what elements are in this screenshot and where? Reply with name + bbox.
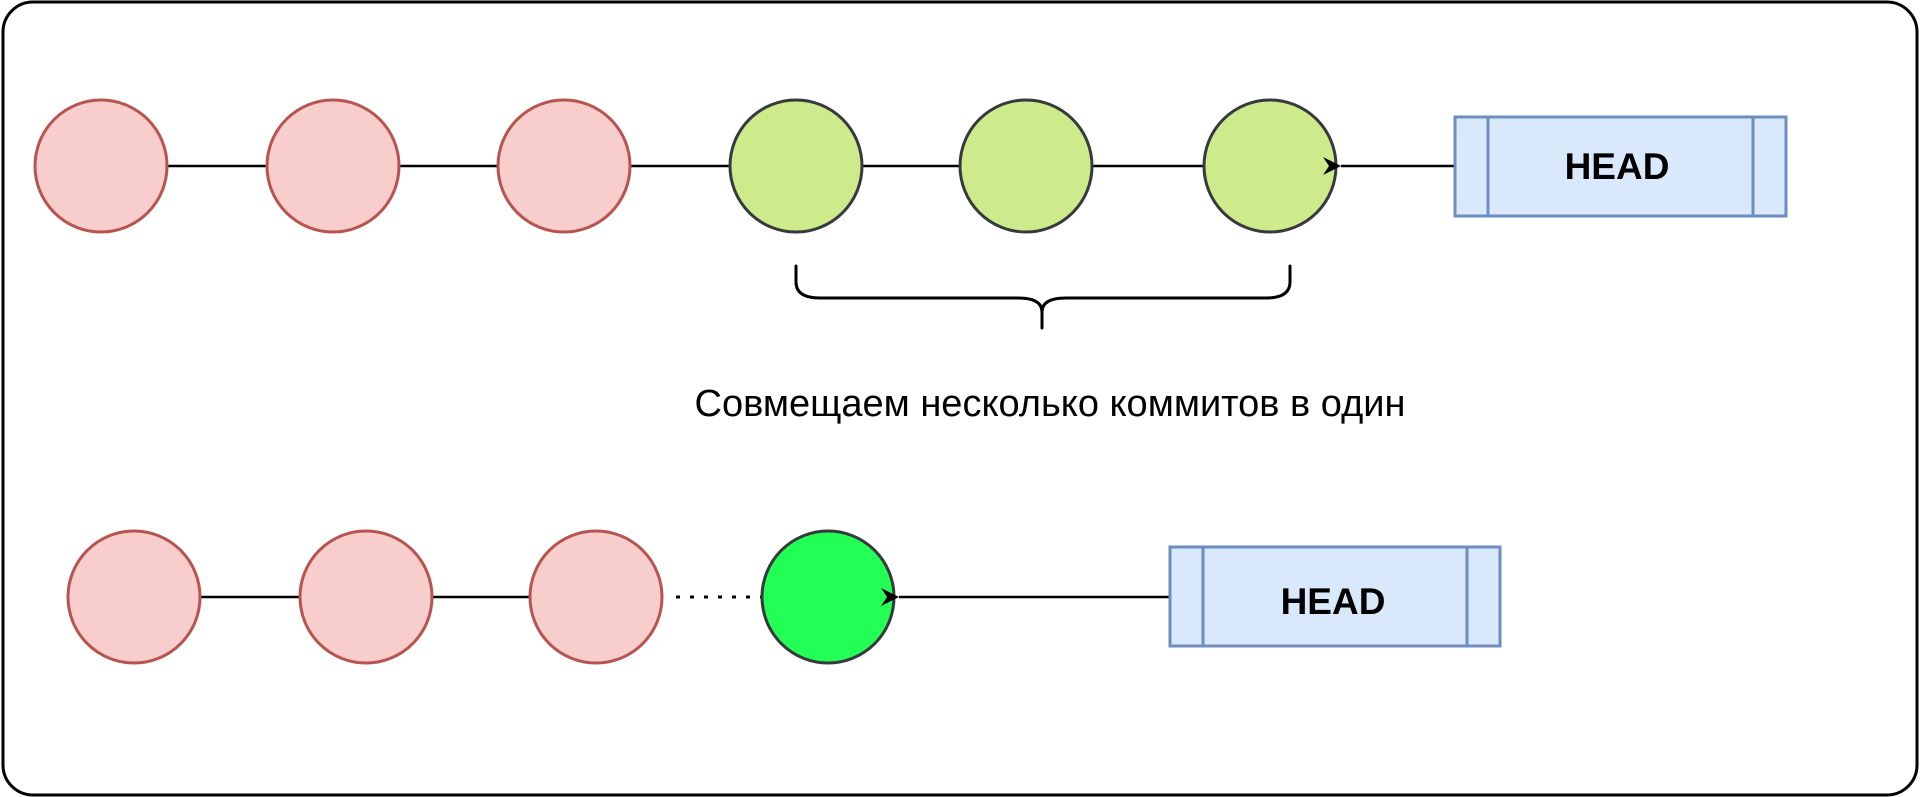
top-commit-2 bbox=[265, 98, 401, 234]
top-head-box: HEAD bbox=[1453, 115, 1788, 218]
bottom-commit-3 bbox=[528, 529, 664, 665]
top-commit-3 bbox=[496, 98, 632, 234]
top-commit-1 bbox=[33, 98, 169, 234]
bottom-head-label: HEAD bbox=[1281, 581, 1386, 622]
top-commit-6 bbox=[1202, 98, 1338, 234]
bottom-row-commits bbox=[66, 529, 896, 665]
top-commit-4 bbox=[728, 98, 864, 234]
squash-brace bbox=[794, 264, 1292, 330]
bottom-head-box: HEAD bbox=[1168, 545, 1502, 648]
top-commit-5 bbox=[958, 98, 1094, 234]
top-row-commits bbox=[33, 98, 1338, 234]
squash-caption: Совмещаем несколько коммитов в один bbox=[695, 383, 1406, 425]
bottom-commit-1 bbox=[66, 529, 202, 665]
bottom-commit-squashed bbox=[760, 529, 896, 665]
bottom-commit-2 bbox=[298, 529, 434, 665]
top-head-label: HEAD bbox=[1565, 146, 1670, 187]
